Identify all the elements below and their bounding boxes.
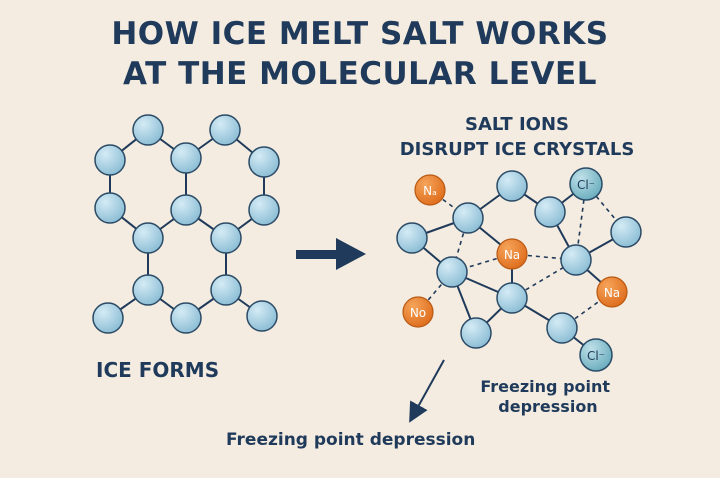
ion-label: Na [504,248,520,262]
water-molecule [436,256,468,288]
ion-label: No [410,306,426,320]
water-molecule [209,114,241,146]
water-molecule [546,312,578,344]
water-molecule [460,317,492,349]
footer-label: Freezing point depression [226,430,476,450]
ion-label: Cl⁻ [587,349,605,363]
water-molecule [170,302,202,334]
ice-forms-label: ICE FORMS [96,358,220,382]
water-molecule [132,114,164,146]
water-molecule [534,196,566,228]
ice-molecules [92,114,280,334]
water-molecule [210,222,242,254]
salt-ions-heading-line-1: SALT IONS [465,114,569,135]
ion-label: Na [604,286,620,300]
water-molecule [248,146,280,178]
water-molecule [210,274,242,306]
water-molecule [132,274,164,306]
water-molecule [92,302,124,334]
disrupted-water-molecules [396,170,642,349]
water-molecule [396,222,428,254]
water-molecule [170,142,202,174]
water-molecule [94,192,126,224]
transition-arrow [296,238,366,270]
sodium-ion [496,238,528,270]
chloride-ions [569,167,613,372]
sodium-ions [402,174,628,328]
water-molecule [248,194,280,226]
water-molecule [560,244,592,276]
annotation-arrow [409,359,445,423]
chloride-ion [569,167,603,201]
water-molecule [170,194,202,226]
ion-label: Cl⁻ [577,178,595,192]
sodium-ion [596,276,628,308]
ion-label: Nₐ [423,184,437,198]
chloride-ion [579,338,613,372]
sodium-ion [402,296,434,328]
title-line-1: HOW ICE MELT SALT WORKS [111,16,609,52]
water-molecule [94,144,126,176]
water-molecule [610,216,642,248]
title-line-2: AT THE MOLECULAR LEVEL [123,56,597,92]
water-molecule [496,170,528,202]
water-molecule [452,202,484,234]
water-molecule [132,222,164,254]
water-molecule [496,282,528,314]
sodium-ion [414,174,446,206]
water-molecule [246,300,278,332]
salt-ions-heading: SALT IONS DISRUPT ICE CRYSTALS [382,112,652,162]
salt-ions-heading-line-2: DISRUPT ICE CRYSTALS [399,139,635,160]
diagram-title: HOW ICE MELT SALT WORKS AT THE MOLECULAR… [0,14,720,94]
annotation-text: Freezing point depression [480,377,615,416]
